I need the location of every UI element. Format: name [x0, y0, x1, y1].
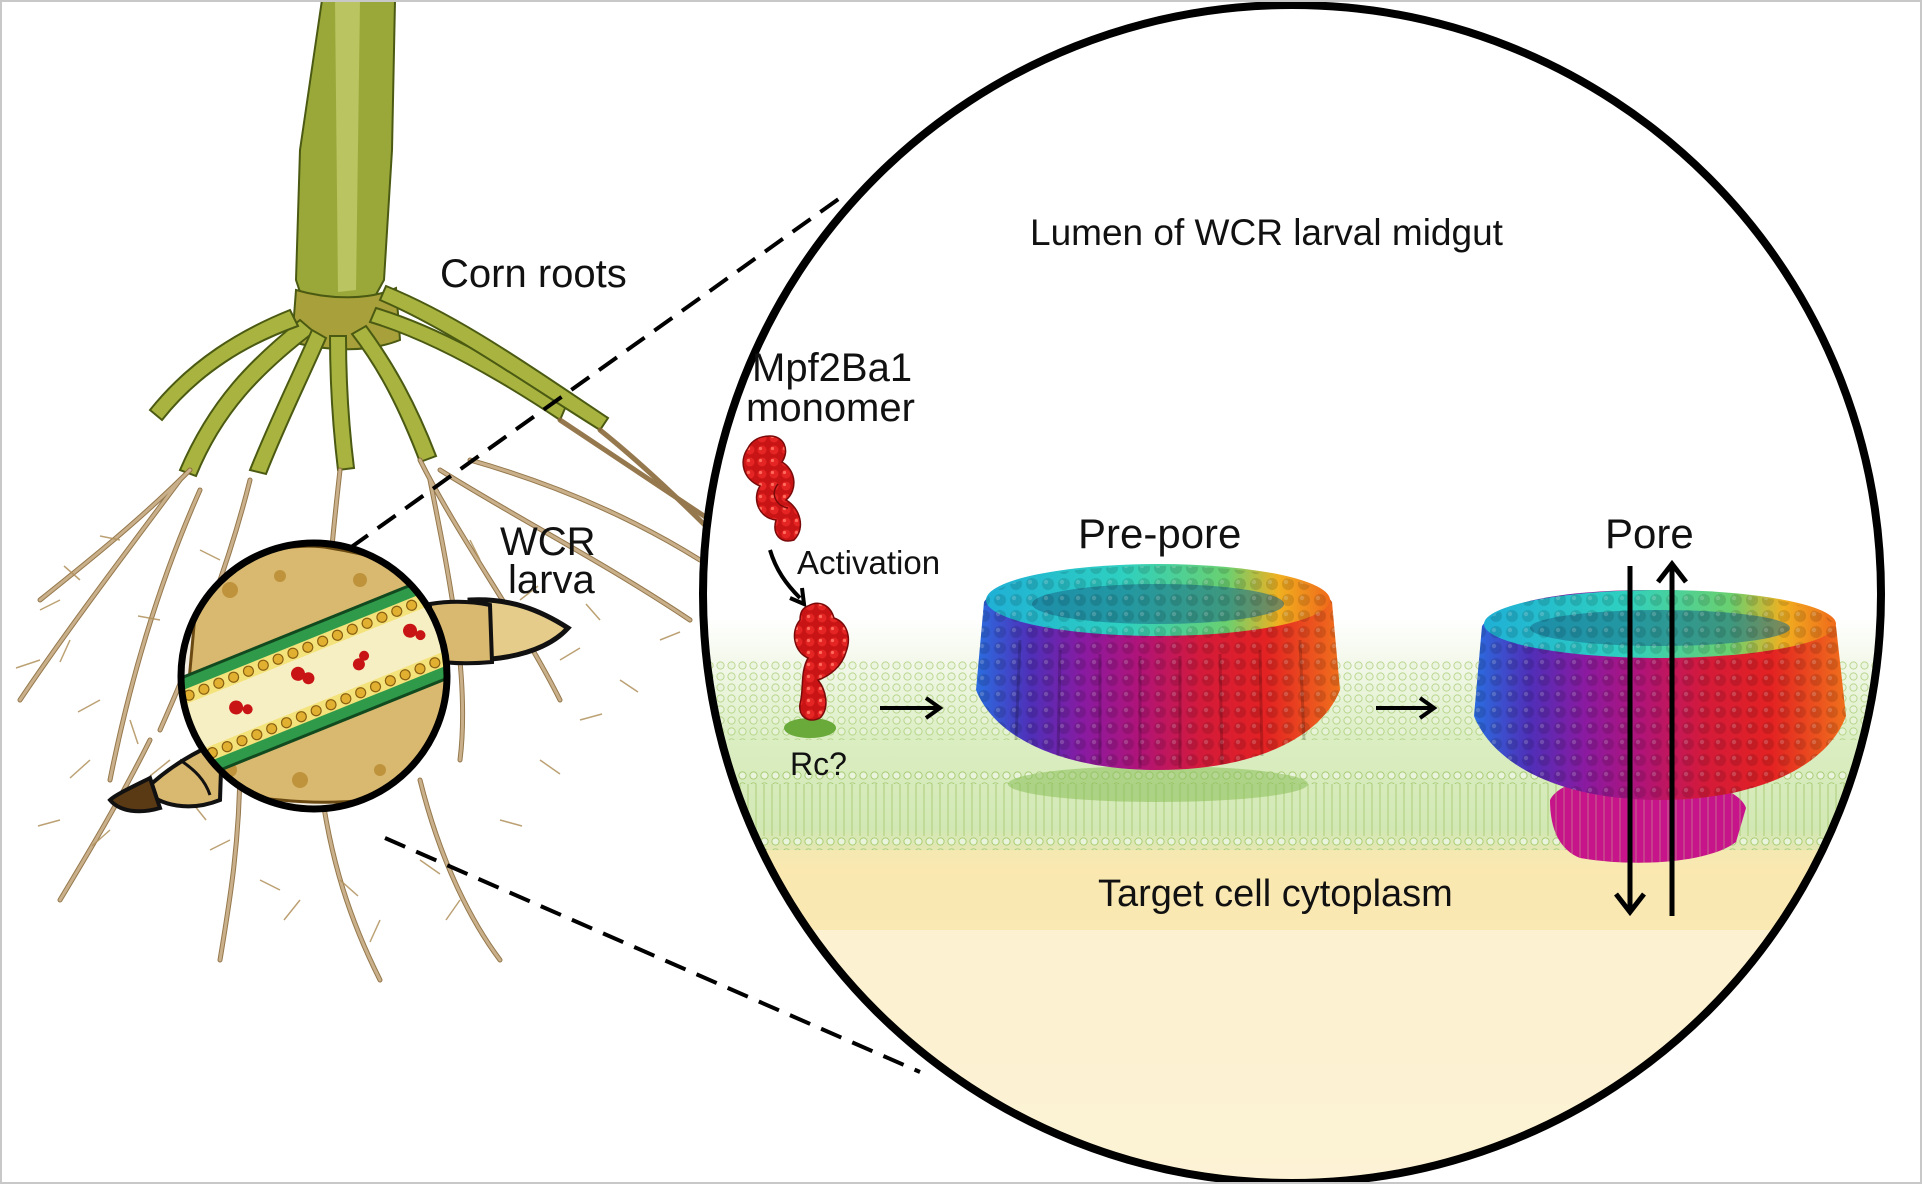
label-cytoplasm: Target cell cytoplasm: [1098, 873, 1453, 915]
corn-plant: [15, 0, 743, 983]
label-wcr-larva-line2: larva: [508, 558, 595, 602]
monomer-structure: [742, 435, 802, 542]
label-pore: Pore: [1605, 510, 1694, 557]
pore-flux-arrows: [1614, 559, 1688, 917]
gut-inset: [177, 539, 451, 813]
zoom-lines: [348, 196, 921, 1074]
label-lumen: Lumen of WCR larval midgut: [1030, 212, 1503, 253]
activated-monomer: [784, 602, 850, 738]
activation-arrow: [768, 549, 802, 600]
label-activation: Activation: [797, 544, 941, 581]
activation-arrowhead: [789, 587, 807, 608]
label-wcr-larva-line1: WCR: [500, 520, 596, 564]
label-receptor: Rc?: [790, 746, 847, 782]
prepore-structure: [976, 564, 1340, 802]
label-corn-roots: Corn roots: [440, 252, 627, 296]
label-prepore: Pre-pore: [1078, 510, 1242, 557]
pore-structure: [1474, 590, 1846, 863]
label-monomer-line2: monomer: [746, 386, 915, 430]
label-monomer-line1: Mpf2Ba1: [752, 346, 913, 390]
stage-arrows: [880, 696, 1438, 720]
